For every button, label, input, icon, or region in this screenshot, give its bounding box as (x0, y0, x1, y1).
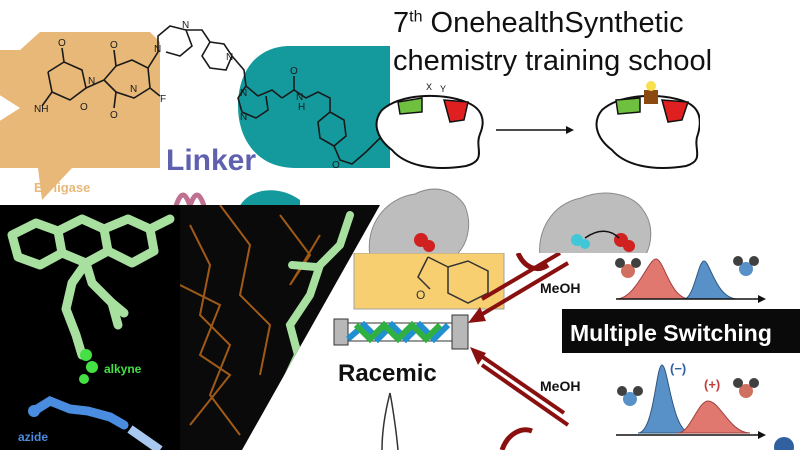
chiral-column (333, 314, 469, 350)
enzyme-pocket-panel: X Y (375, 81, 700, 169)
atom-label: O (58, 38, 66, 49)
click-chemistry-panel: alkyne azide (0, 205, 180, 450)
e3-ligase-shape (0, 32, 160, 200)
atom-label: NH (34, 104, 48, 115)
page-title: 7th OnehealthSynthetic chemistry trainin… (393, 4, 793, 80)
atom-label: O (290, 66, 298, 77)
linker-label: Linker (166, 144, 256, 177)
atom-label: O (110, 40, 118, 51)
title-ordinal-suffix: th (409, 8, 423, 26)
methoxy-atom-label: O (416, 288, 425, 302)
y-label: Y (440, 84, 446, 94)
atom-label: N (88, 76, 95, 87)
glow-icon (646, 81, 656, 91)
atom-label: N (226, 52, 233, 63)
atom-label: N (182, 20, 189, 31)
atom-label: O (332, 160, 340, 171)
minus-peak-label: (−) (670, 361, 686, 376)
multiple-switching-label: Multiple Switching (570, 320, 772, 346)
target-protein-shape (238, 46, 390, 168)
atom-label: N (296, 92, 303, 103)
bottom-chromatogram: (−) (+) (616, 361, 794, 450)
azide-label: azide (18, 430, 48, 444)
title-line-1: 7th OnehealthSynthetic (393, 7, 684, 39)
protac-panel: O NH O O N O N N N N F O N N H N O Linke… (0, 20, 390, 210)
multiple-switching-banner (562, 309, 800, 353)
atom-label: O (110, 110, 118, 121)
reaction-arrowhead (566, 126, 574, 134)
protac-molecule-structure (41, 25, 390, 165)
title-line-2: chemistry training school (393, 45, 713, 77)
x-label: X (426, 82, 432, 92)
atom-label: O (80, 102, 88, 113)
cyan-ligand-icon (571, 234, 583, 246)
atom-label: N (154, 44, 161, 55)
atom-label: H (298, 102, 305, 113)
atom-label: N (240, 112, 247, 123)
atom-label: N (130, 84, 137, 95)
plus-peak-label: (+) (704, 377, 720, 392)
top-chromatogram (615, 256, 766, 303)
alkyne-label: alkyne (104, 362, 142, 376)
pocket-after (595, 81, 700, 169)
e3-ligase-label: E3 ligase (34, 180, 90, 195)
protein-surface-panel (368, 188, 652, 256)
chiral-switching-panel: O Racemic MeOH MeOH Multiple Switching (318, 253, 800, 450)
racemic-label: Racemic (338, 360, 437, 387)
meoh-bottom-label: MeOH (540, 378, 580, 394)
protein-backbone-panel (180, 205, 380, 450)
atom-label: F (160, 94, 166, 105)
pocket-before: X Y (375, 82, 484, 169)
meoh-top-label: MeOH (540, 280, 580, 296)
molecule-box (353, 253, 505, 310)
atom-label: N (240, 88, 247, 99)
